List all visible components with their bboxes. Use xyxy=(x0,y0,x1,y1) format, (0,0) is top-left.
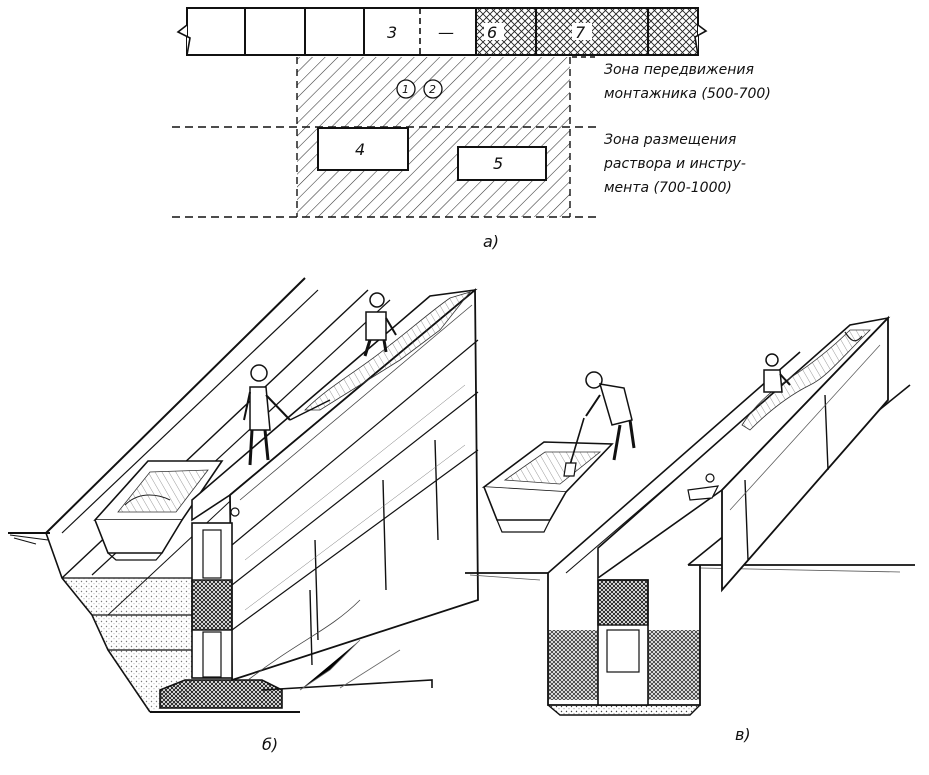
zone-mortar-line1: Зона размещения xyxy=(604,132,736,148)
worker-position-markers: 1 2 xyxy=(396,79,443,99)
marker-2: 2 xyxy=(429,83,436,96)
foundation-wall-v xyxy=(597,315,891,706)
worker-back-v xyxy=(763,353,791,393)
marker-1: 1 xyxy=(402,83,409,96)
zone-mortar-line2: раствора и инстру- xyxy=(603,156,746,172)
svg-text:5: 5 xyxy=(493,154,503,173)
svg-text:4: 4 xyxy=(355,140,365,159)
block-label-7: 7 xyxy=(575,23,586,42)
mortar-box-4: 4 xyxy=(317,127,409,171)
caption-b: б) xyxy=(262,735,278,754)
trench-view-v: в) xyxy=(465,315,915,744)
zone-boundary-lines xyxy=(296,57,571,217)
zone-worker-line2: монтажника (500-700) xyxy=(604,86,771,102)
plan-diagram: 3 — 6 7 1 2 4 5 Зона передвижения монтаж… xyxy=(172,7,771,251)
block-label-6: 6 xyxy=(487,23,497,42)
mortar-box-v xyxy=(481,441,614,533)
worker-back-b xyxy=(363,292,397,357)
trench-view-b: б) xyxy=(8,277,479,754)
foundation-wall-b xyxy=(150,288,479,713)
wall-strip: 3 — 6 7 xyxy=(176,7,708,56)
zone-mortar-line3: мента (700-1000) xyxy=(604,180,732,196)
caption-a: а) xyxy=(483,232,499,251)
tool-box-5: 5 xyxy=(457,146,547,181)
caption-v: в) xyxy=(735,725,751,744)
zone-worker-line1: Зона передвижения xyxy=(604,62,754,78)
worker-shovel-v xyxy=(563,371,636,477)
block-label-dash: — xyxy=(438,23,454,42)
block-label-3: 3 xyxy=(387,23,397,42)
mortar-box-b xyxy=(93,460,224,561)
worker-front-b xyxy=(243,364,331,466)
